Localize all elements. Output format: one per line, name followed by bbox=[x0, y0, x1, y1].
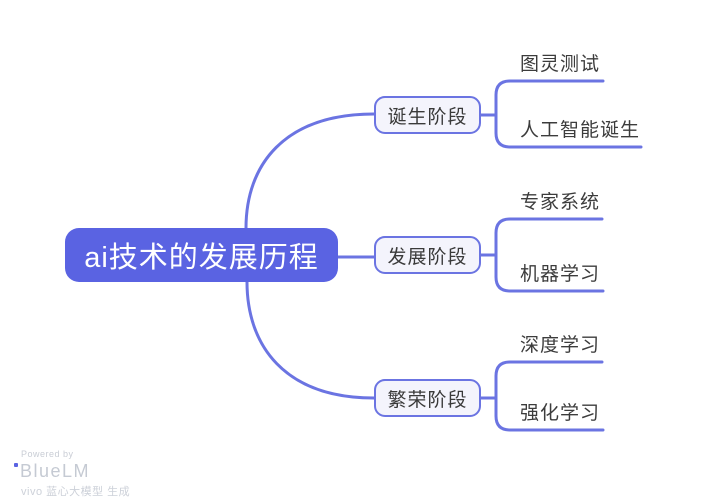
leaf-node-expert-systems[interactable]: 专家系统 bbox=[520, 192, 601, 213]
root-node[interactable]: ai技术的发展历程 bbox=[65, 228, 338, 282]
branch-node-label: 繁荣阶段 bbox=[387, 389, 468, 411]
branch-node-birth-stage[interactable]: 诞生阶段 bbox=[374, 96, 481, 134]
branch-node-label: 诞生阶段 bbox=[387, 106, 468, 128]
connector-root-to-branch-1 bbox=[244, 112, 376, 230]
vivo-generator-label: vivo 蓝心大模型 生成 bbox=[21, 486, 131, 498]
branch-node-development-stage[interactable]: 发展阶段 bbox=[374, 236, 481, 274]
leaf-node-reinforcement-learning[interactable]: 强化学习 bbox=[520, 403, 601, 424]
connector-root-to-branch-3 bbox=[245, 280, 376, 400]
watermark: Powered by BlueLM vivo 蓝心大模型 生成 bbox=[14, 449, 131, 498]
branch-node-label: 发展阶段 bbox=[387, 246, 468, 268]
powered-by-label: Powered by bbox=[21, 449, 74, 459]
root-node-label: ai技术的发展历程 bbox=[84, 242, 319, 274]
bluelm-logo-dot-icon bbox=[14, 463, 18, 467]
leaf-node-deep-learning[interactable]: 深度学习 bbox=[520, 335, 601, 356]
branch-node-prosperity-stage[interactable]: 繁荣阶段 bbox=[374, 379, 481, 417]
bracket-branch-2-children bbox=[494, 217, 605, 293]
leaf-node-ai-birth[interactable]: 人工智能诞生 bbox=[520, 120, 641, 141]
bracket-branch-1-children bbox=[494, 79, 643, 149]
leaf-node-machine-learning[interactable]: 机器学习 bbox=[520, 264, 601, 285]
bracket-branch-3-children bbox=[494, 360, 605, 432]
bluelm-brand-label: BlueLM bbox=[20, 461, 91, 481]
leaf-node-turing-test[interactable]: 图灵测试 bbox=[520, 54, 601, 75]
